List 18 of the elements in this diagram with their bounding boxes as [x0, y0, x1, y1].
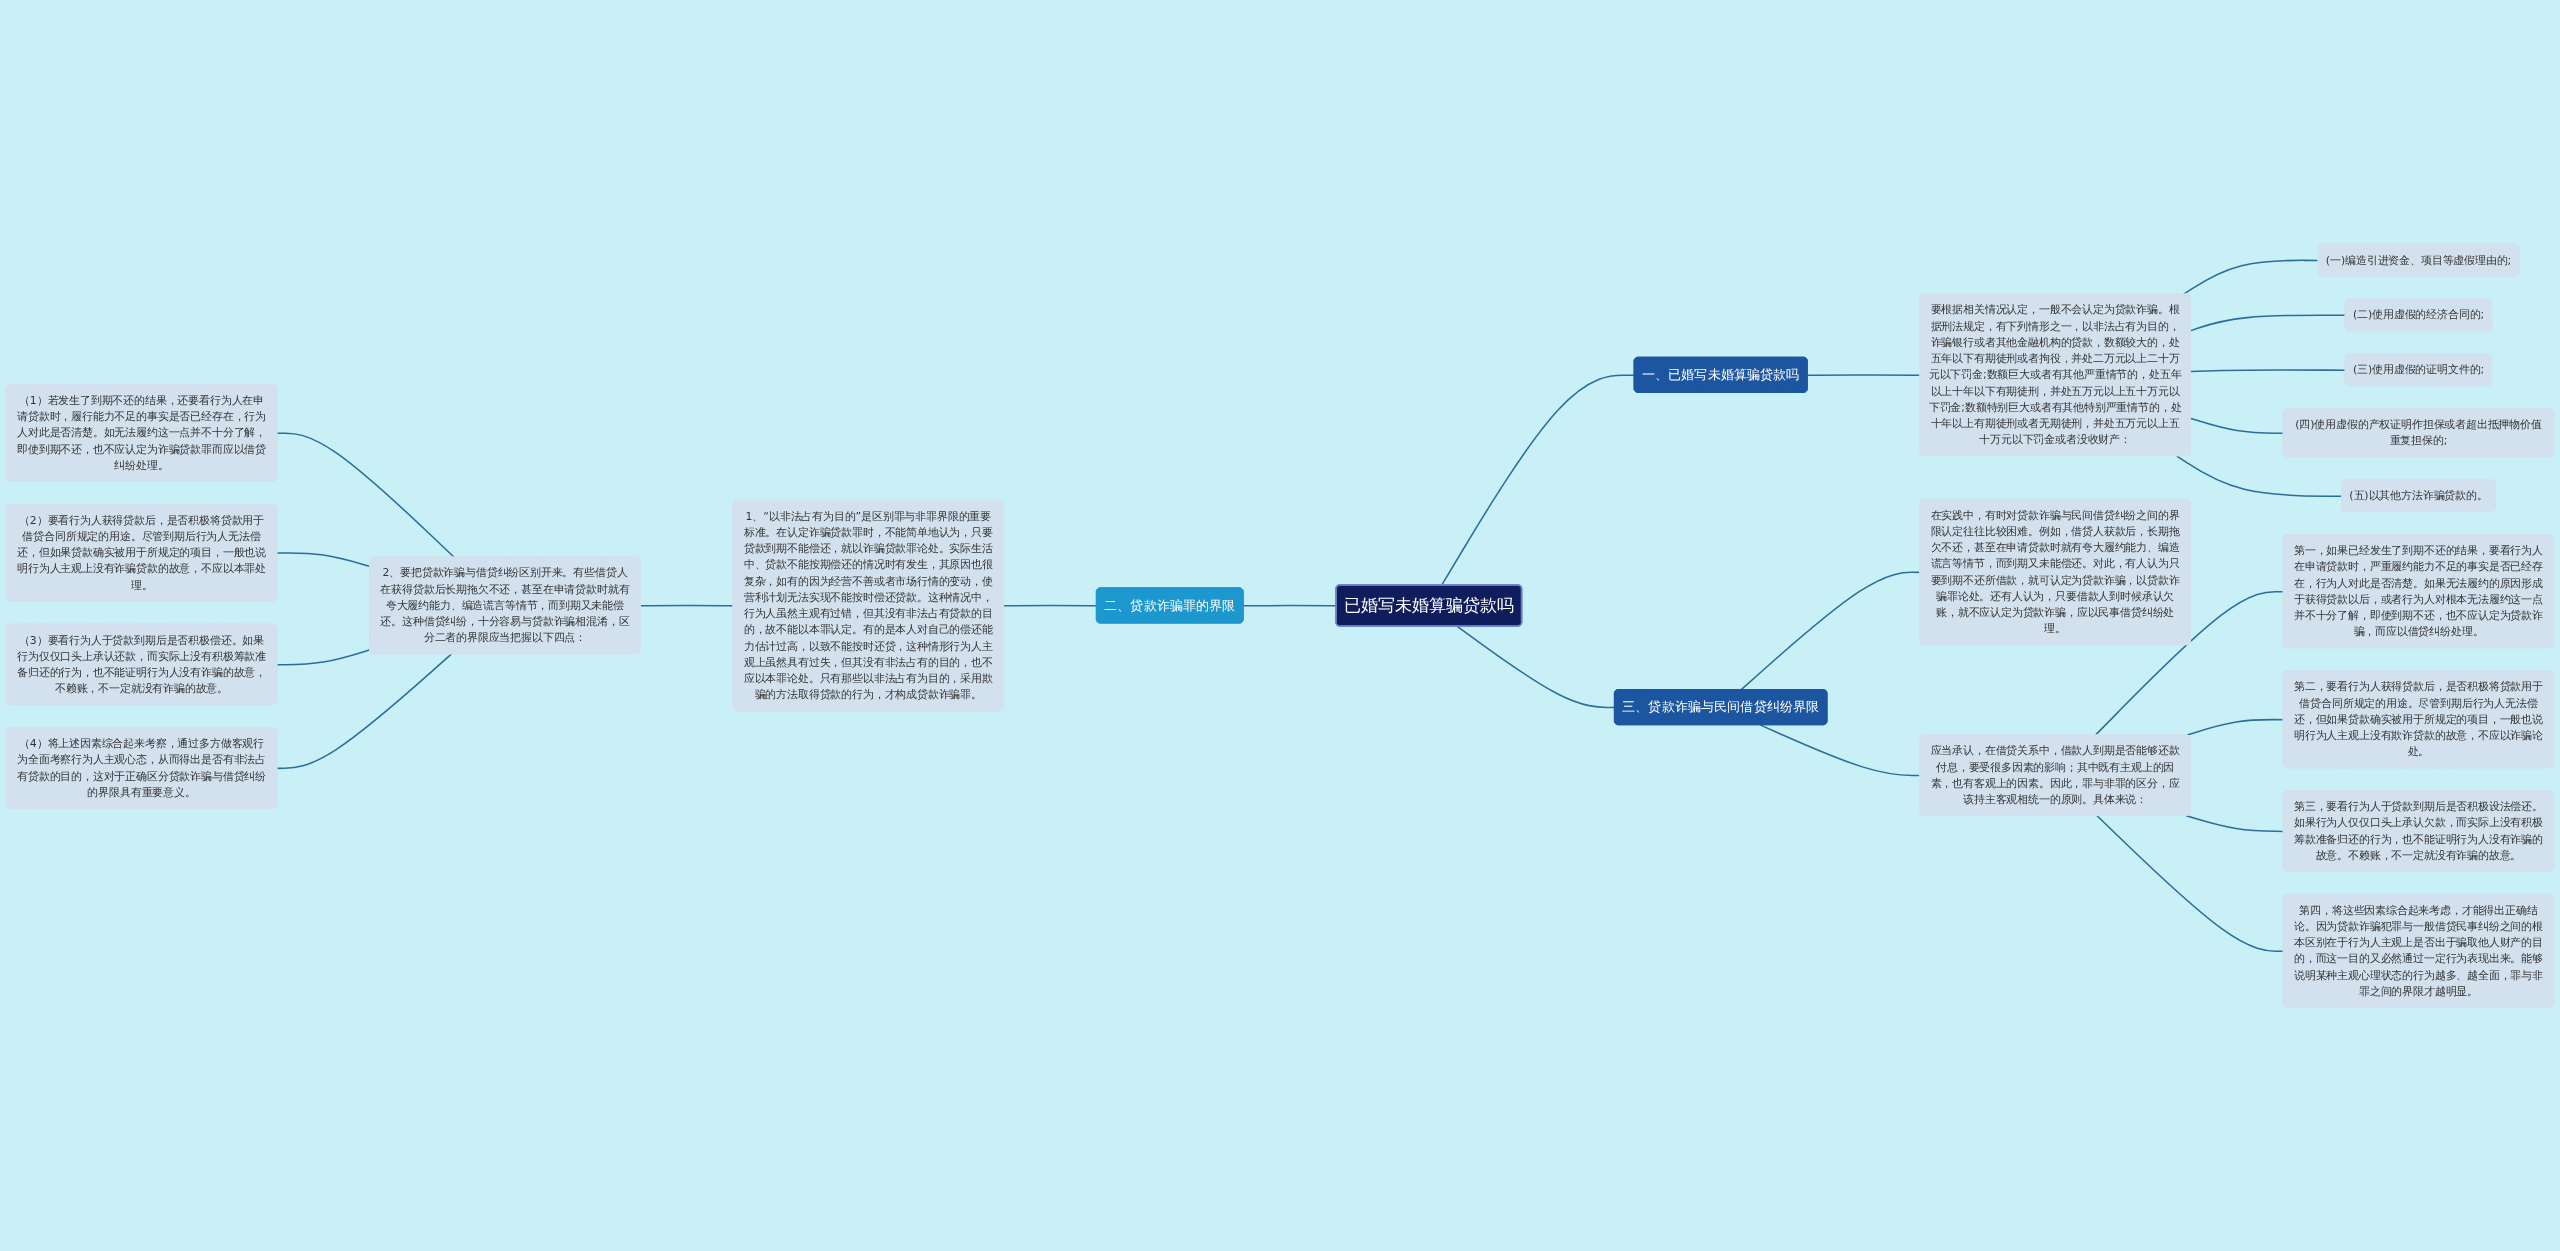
connector: [2094, 590, 2285, 736]
connector: [2185, 814, 2285, 832]
connector: [2190, 314, 2347, 332]
connector: [276, 551, 371, 568]
connector: [2190, 417, 2285, 434]
connector: [2096, 814, 2285, 952]
connector: [276, 653, 453, 769]
connector: [1806, 373, 1921, 376]
connector: [2176, 455, 2343, 497]
connector: [1456, 625, 1616, 709]
connector: [1003, 604, 1098, 607]
connector: [1440, 374, 1636, 586]
connector: [2182, 259, 2320, 295]
connector: [276, 648, 371, 666]
connector: [1740, 571, 1921, 691]
connector: [1759, 724, 1921, 777]
connector: [2185, 718, 2285, 736]
connector: [2190, 369, 2347, 372]
